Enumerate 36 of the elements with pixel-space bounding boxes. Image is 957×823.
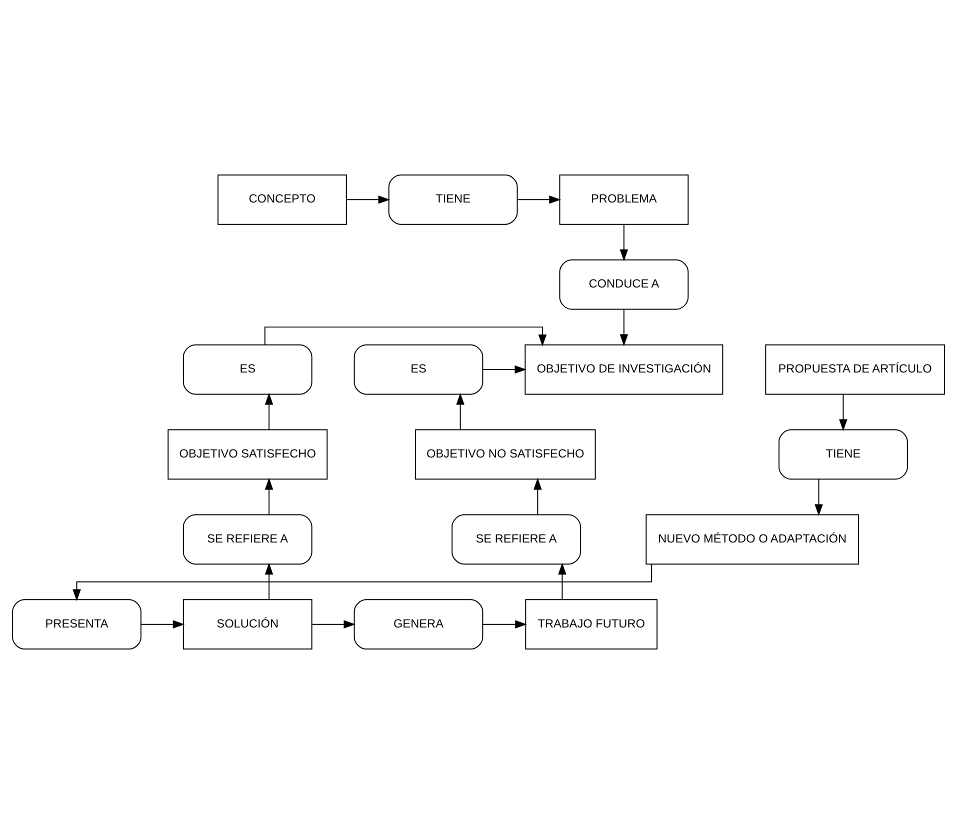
arrow [534,477,542,514]
node-box: PROPUESTA DE ARTÍCULO [765,344,945,394]
arrow [140,620,185,628]
arrow [517,194,562,204]
node-box: GENERA [354,598,484,650]
node-box: TIENE [388,174,518,224]
node-box: CONCEPTO [218,174,347,224]
arrow [558,562,566,600]
node-box: ES [182,344,312,394]
node-box: SE REFIERE A [452,514,581,564]
node-box: SOLUCIÓN [182,598,312,650]
arrow [264,392,274,430]
node-box: TIENE [778,428,908,480]
node-box: PRESENTA [12,598,142,650]
node-box: TRABAJO FUTURO [525,598,658,650]
arrow [346,194,390,204]
node-box: NUEVO MÉTODO O ADAPTACIÓN [646,514,860,564]
arrow [620,224,628,261]
arrow [814,478,823,516]
node-box: PROBLEMA [559,174,689,224]
arrow [620,308,628,346]
node-box: ES [354,344,484,394]
node-box: OBJETIVO NO SATISFECHO [415,428,596,480]
node-box: SE REFIERE A [182,514,312,564]
arrow [264,477,274,514]
arrow [456,392,464,430]
node-box: OBJETIVO SATISFECHO [168,428,328,480]
arrow [312,620,356,628]
arrow [72,563,652,601]
arrow [264,326,547,346]
node-box: CONDUCE A [559,258,689,310]
node-box: OBJETIVO DE INVESTIGACIÓN [524,344,724,394]
arrow [482,364,527,374]
arrow [264,562,274,600]
arrow [839,394,848,431]
arrow [482,620,527,628]
